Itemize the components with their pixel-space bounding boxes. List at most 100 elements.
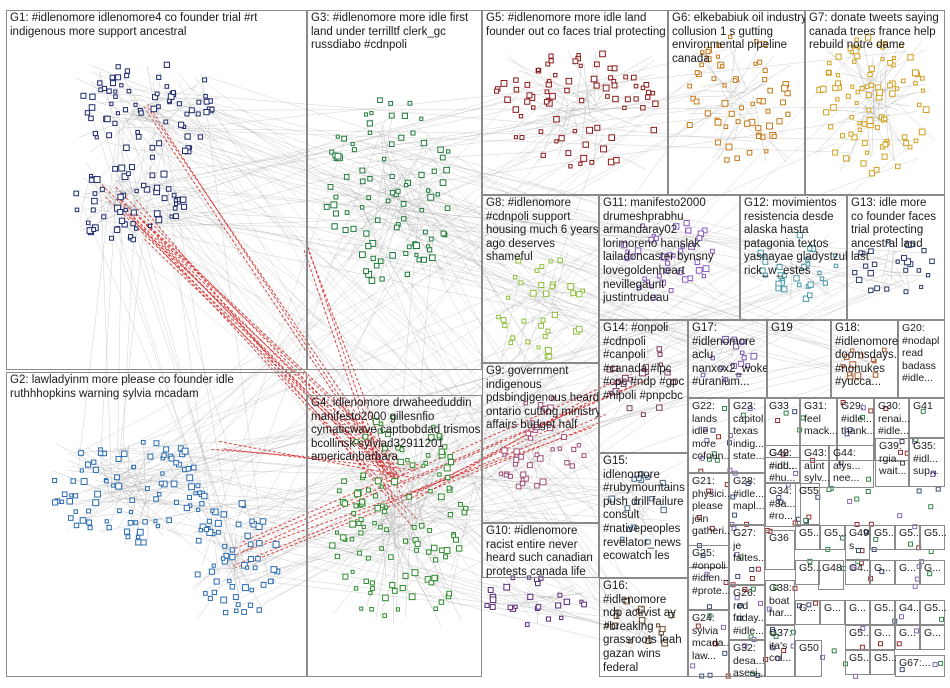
network-node — [388, 101, 394, 106]
network-edge — [138, 109, 575, 510]
tiny-group-label: G5... — [924, 602, 946, 614]
network-edge — [883, 89, 935, 141]
network-node — [220, 596, 228, 604]
network-node — [593, 82, 600, 89]
network-edge — [611, 372, 644, 391]
network-node — [70, 478, 76, 484]
network-node — [153, 184, 161, 191]
network-node — [112, 165, 119, 172]
network-edge — [391, 515, 455, 526]
network-edge — [264, 84, 591, 557]
network-node — [431, 574, 438, 582]
network-node — [544, 89, 550, 95]
network-node — [880, 57, 885, 62]
network-node — [117, 508, 122, 513]
group-label-g9: G9: government indigenous pdsbindigenous… — [486, 365, 599, 432]
network-edge — [84, 188, 137, 222]
network-node — [121, 450, 128, 458]
network-edge — [344, 196, 401, 225]
tiny-group-cell: G5... — [845, 625, 871, 650]
network-node — [513, 604, 518, 609]
network-edge — [842, 73, 889, 85]
group-cell-g23: G23: capitol texas indig... state... — [729, 398, 765, 473]
network-node — [203, 108, 210, 116]
network-edge — [547, 71, 569, 105]
network-edge — [580, 94, 588, 152]
network-node — [504, 96, 511, 103]
network-node — [106, 524, 112, 531]
network-edge — [338, 190, 371, 207]
network-node — [127, 519, 134, 526]
network-edge — [591, 97, 627, 110]
network-node — [331, 223, 338, 230]
network-edge — [875, 277, 889, 295]
network-node — [220, 556, 226, 561]
network-node — [342, 226, 349, 234]
network-node — [199, 501, 205, 507]
network-edge — [859, 40, 895, 92]
network-edge — [393, 491, 395, 624]
network-node — [864, 150, 870, 155]
network-node — [126, 88, 132, 94]
network-node — [160, 170, 168, 178]
network-node — [722, 83, 727, 88]
network-edge — [125, 127, 914, 141]
network-node — [605, 94, 610, 99]
network-edge — [737, 65, 791, 100]
network-node — [114, 474, 120, 481]
network-node — [900, 78, 906, 84]
network-node — [565, 150, 572, 157]
network-node — [360, 472, 366, 478]
network-node — [405, 457, 410, 463]
network-edge — [731, 352, 733, 357]
network-node — [764, 149, 769, 154]
network-edge — [685, 234, 688, 252]
network-node — [602, 84, 610, 92]
group-label-g41: G41 — [913, 400, 933, 412]
network-edge — [491, 584, 538, 604]
network-node — [174, 201, 179, 206]
network-node — [650, 126, 657, 134]
network-node — [578, 97, 585, 104]
network-edge — [106, 142, 667, 267]
network-node — [87, 525, 93, 531]
network-edge — [146, 111, 918, 225]
network-node — [121, 173, 129, 181]
highlight-edge — [156, 237, 398, 489]
tiny-group-cell: G... — [870, 560, 895, 585]
network-node — [623, 74, 629, 80]
network-node — [780, 84, 788, 92]
network-edge — [641, 504, 652, 518]
network-edge — [542, 588, 575, 608]
network-edge — [124, 489, 667, 521]
network-node — [334, 553, 341, 560]
network-node — [446, 485, 452, 491]
network-node — [247, 556, 254, 563]
network-node — [358, 530, 364, 536]
group-cell-g39: G39: rgia... wait... — [875, 438, 909, 487]
network-node — [379, 546, 384, 551]
tiny-group-cell: G... — [845, 600, 870, 625]
network-edge — [184, 122, 735, 357]
network-edge — [117, 449, 145, 504]
group-label-g42: G42: #ind... — [769, 447, 798, 472]
group-label-g19: G19 — [771, 322, 793, 334]
network-node — [259, 518, 267, 525]
network-node — [163, 119, 169, 125]
network-node — [155, 523, 161, 529]
network-edge — [254, 271, 878, 530]
network-node — [694, 70, 700, 76]
network-edge — [655, 239, 688, 253]
group-label-g2: G2: lawladyinm more please co founder id… — [10, 374, 234, 400]
network-node — [68, 515, 74, 521]
network-node — [249, 587, 255, 593]
network-node — [256, 540, 263, 547]
network-edge — [637, 503, 655, 513]
network-node — [484, 603, 490, 609]
network-node — [382, 594, 389, 602]
network-node — [391, 588, 398, 594]
group-label-g13: G13: idle more co founder faces trial pr… — [851, 197, 937, 264]
network-node — [369, 580, 375, 586]
highlight-edge — [117, 196, 407, 468]
network-edge — [629, 623, 640, 652]
